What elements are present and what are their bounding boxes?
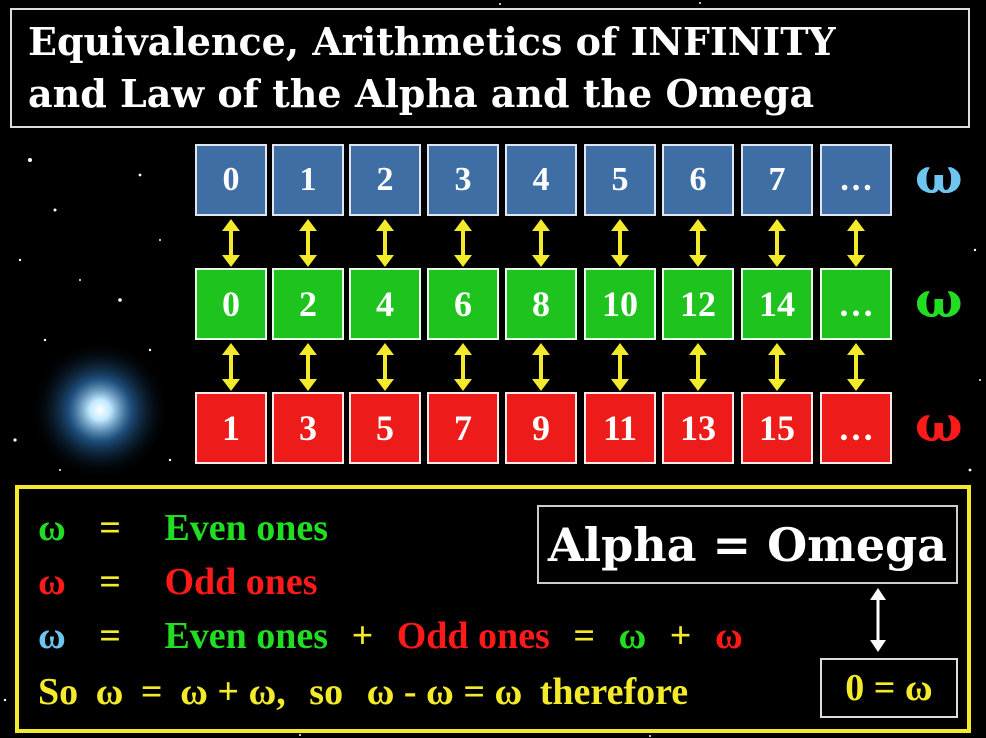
equals-sign: = bbox=[99, 615, 121, 657]
blue-cell: 4 bbox=[505, 144, 577, 216]
green-cell: 0 bbox=[195, 268, 267, 340]
zero-equals-omega-box: 0 = ω bbox=[820, 658, 958, 718]
green-cell: 6 bbox=[427, 268, 499, 340]
so-lower-text: so bbox=[309, 671, 344, 713]
red-cell: 3 bbox=[272, 392, 344, 464]
green-cell: 12 bbox=[662, 268, 734, 340]
green-cell: 8 bbox=[505, 268, 577, 340]
equals-sign: = bbox=[140, 671, 163, 713]
green-cell: … bbox=[820, 268, 892, 340]
double-arrow-icon bbox=[376, 219, 394, 267]
plus-sign: + bbox=[351, 615, 374, 657]
blue-cell: … bbox=[820, 144, 892, 216]
blue-cell: 6 bbox=[662, 144, 734, 216]
equals-sign: = bbox=[99, 507, 121, 549]
blue-cell: 2 bbox=[349, 144, 421, 216]
double-arrow-icon bbox=[870, 588, 886, 652]
red-cell: 5 bbox=[349, 392, 421, 464]
omega-red: ω bbox=[38, 561, 66, 603]
omega-blue: ω bbox=[38, 615, 66, 657]
blue-cell: 1 bbox=[272, 144, 344, 216]
omega-green-label: ω bbox=[915, 270, 963, 329]
equals-sign: = bbox=[463, 671, 485, 713]
red-cell: 13 bbox=[662, 392, 734, 464]
omega-red-label: ω bbox=[915, 394, 963, 453]
so-text: So bbox=[38, 671, 79, 713]
double-arrow-icon bbox=[532, 343, 550, 391]
green-cell: 14 bbox=[741, 268, 813, 340]
double-arrow-icon bbox=[847, 219, 865, 267]
equation-odd: ω = Odd ones bbox=[38, 560, 318, 604]
omega-symbol: ω bbox=[180, 671, 208, 713]
comma: , bbox=[276, 671, 286, 713]
alpha-omega-box: Alpha = Omega bbox=[537, 505, 958, 584]
green-cell: 4 bbox=[349, 268, 421, 340]
even-ones-text: Even ones bbox=[164, 507, 329, 549]
double-arrow-icon bbox=[299, 343, 317, 391]
red-cell: 9 bbox=[505, 392, 577, 464]
even-ones-text: Even ones bbox=[164, 615, 329, 657]
double-arrow-icon bbox=[454, 343, 472, 391]
blue-cell: 7 bbox=[741, 144, 813, 216]
double-arrow-icon bbox=[222, 219, 240, 267]
double-arrow-icon bbox=[768, 343, 786, 391]
blue-cell: 0 bbox=[195, 144, 267, 216]
double-arrow-icon bbox=[768, 219, 786, 267]
equals-sign: = bbox=[99, 561, 121, 603]
plus-sign: + bbox=[217, 671, 240, 713]
omega-red: ω bbox=[714, 615, 743, 657]
red-cell: 11 bbox=[584, 392, 656, 464]
red-cell: 1 bbox=[195, 392, 267, 464]
omega-blue-label: ω bbox=[915, 146, 963, 205]
green-cell: 2 bbox=[272, 268, 344, 340]
plus-sign: + bbox=[669, 615, 692, 657]
double-arrow-icon bbox=[689, 343, 707, 391]
odd-ones-text: Odd ones bbox=[396, 615, 550, 657]
double-arrow-icon bbox=[454, 219, 472, 267]
equation-even: ω = Even ones bbox=[38, 506, 328, 550]
omega-symbol: ω bbox=[426, 671, 454, 713]
omega-green: ω bbox=[618, 615, 647, 657]
title-line-1: Equivalence, Arithmetics of INFINITY bbox=[28, 19, 836, 64]
double-arrow-icon bbox=[532, 219, 550, 267]
green-cell: 10 bbox=[584, 268, 656, 340]
red-cell: 15 bbox=[741, 392, 813, 464]
odd-ones-text: Odd ones bbox=[164, 561, 318, 603]
equation-conclusion: So ω = ω + ω, so ω - ω = ω therefore bbox=[38, 670, 688, 714]
double-arrow-icon bbox=[222, 343, 240, 391]
double-arrow-icon bbox=[611, 219, 629, 267]
omega-symbol: ω bbox=[95, 671, 124, 713]
omega-symbol: ω bbox=[494, 671, 523, 713]
blue-cell: 5 bbox=[584, 144, 656, 216]
minus-sign: - bbox=[403, 671, 417, 713]
omega-symbol: ω bbox=[366, 671, 395, 713]
red-cell: 7 bbox=[427, 392, 499, 464]
equals-sign: = bbox=[573, 615, 596, 657]
double-arrow-icon bbox=[611, 343, 629, 391]
equation-sum: ω = Even ones + Odd ones = ω + ω bbox=[38, 614, 743, 658]
double-arrow-icon bbox=[376, 343, 394, 391]
double-arrow-icon bbox=[689, 219, 707, 267]
title-line-2: and Law of the Alpha and the Omega bbox=[28, 71, 815, 116]
double-arrow-icon bbox=[847, 343, 865, 391]
blue-cell: 3 bbox=[427, 144, 499, 216]
double-arrow-icon bbox=[299, 219, 317, 267]
omega-green: ω bbox=[38, 507, 66, 549]
omega-symbol: ω bbox=[248, 671, 277, 713]
red-cell: … bbox=[820, 392, 892, 464]
therefore-text: therefore bbox=[539, 671, 689, 713]
title-box: Equivalence, Arithmetics of INFINITY and… bbox=[10, 8, 970, 128]
